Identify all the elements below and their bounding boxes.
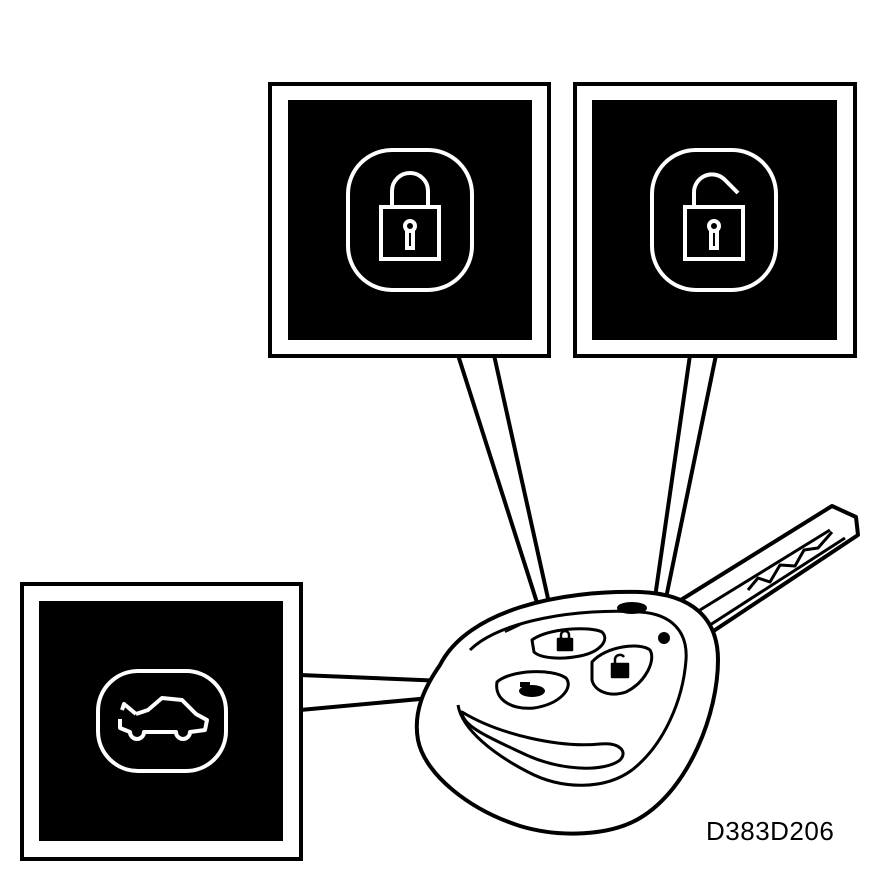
callout-lock [268, 82, 551, 358]
fob-lock-glyph-icon [556, 629, 574, 652]
unlock-button-outline [650, 148, 778, 292]
fob-trunk-glyph-icon [519, 682, 545, 697]
padlock-unlocked-icon [683, 172, 745, 261]
callout-unlock [573, 82, 857, 358]
fob-face [456, 609, 688, 787]
lock-button-outline [346, 148, 474, 292]
car-trunk-open-icon [118, 696, 209, 741]
trunk-button-outline [96, 669, 228, 773]
leader-lock [456, 353, 553, 614]
fob-unlock-glyph-icon [610, 653, 630, 679]
fob-lower-button [460, 710, 625, 770]
fob-logo-strip [504, 602, 670, 644]
remote-fob [414, 589, 720, 836]
key-blade [666, 504, 860, 642]
callout-trunk [20, 582, 303, 861]
figure-code: D383D206 [706, 816, 835, 846]
padlock-locked-icon [379, 171, 441, 261]
